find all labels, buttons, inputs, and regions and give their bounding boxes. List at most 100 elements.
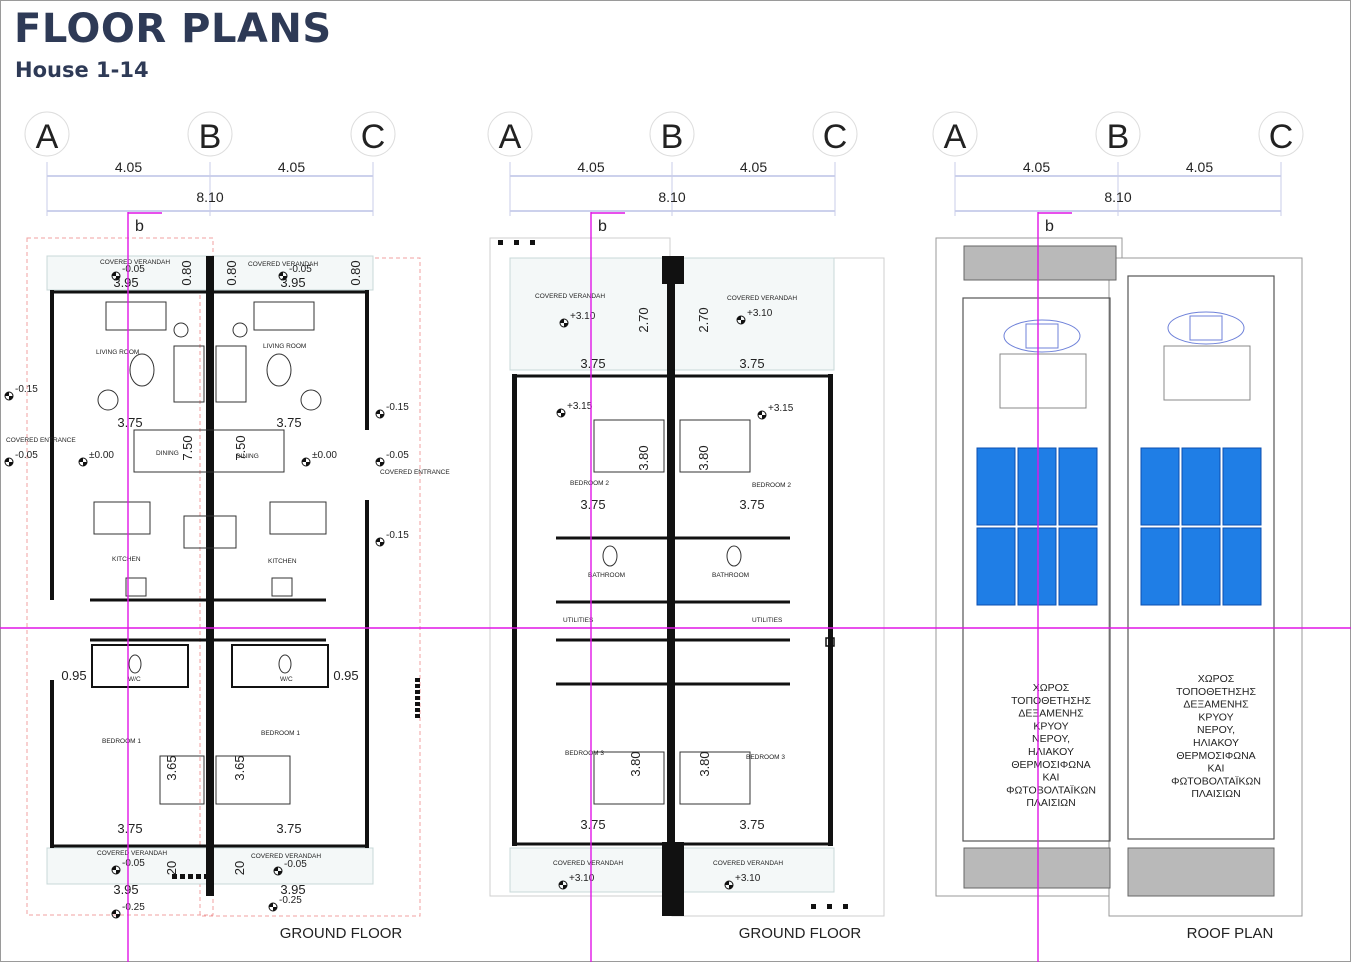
dimension-label: 3.80 [696,445,711,470]
wall [50,290,54,600]
room-label: COVERED VERANDAH [97,850,167,857]
toilet-icon [128,654,142,674]
dimension-value: 4.05 [1023,159,1050,175]
level-value: -0.05 [386,450,409,461]
armchair-icon [300,389,322,411]
page-subtitle: House 1-14 [15,58,149,82]
level-value: +3.10 [569,873,595,884]
post-marker [415,684,420,688]
room-label: BATHROOM [588,572,625,579]
level-marker-icon [278,271,288,281]
level-value: -0.15 [386,402,409,413]
dimension-label: 0.80 [348,260,363,285]
dimension-label: 3.95 [113,882,138,897]
level-marker-icon [736,315,746,325]
level-marker-fill [279,272,287,280]
solar-panel-cell [1181,447,1221,526]
post-marker [514,240,519,245]
bed-icon [159,755,205,805]
roof-note-line: ΝΕΡΟΥ, [1032,733,1070,745]
room-label: COVERED ENTRANCE [6,437,76,444]
solar-panel-cell [976,527,1016,606]
dimension-label: 3.95 [280,275,305,290]
level-marker-icon [556,408,566,418]
level-marker-icon [375,409,385,419]
dimension-value: 4.05 [577,159,604,175]
wc-room [231,644,329,688]
room-label: COVERED VERANDAH [248,261,318,268]
room-label: BEDROOM 1 [102,738,141,745]
tank-outline [1167,311,1245,345]
roof-note-line: ΠΛΑΙΣΙΩΝ [1191,788,1240,800]
roof-note-line: ΗΛΙΑΚΟΥ [1193,737,1239,749]
solar-panel-cell [1058,527,1098,606]
party-wall [206,256,214,896]
water-tank-icon [999,319,1087,409]
wall [512,374,517,846]
dimension-label: 2.70 [636,307,651,332]
room-label: COVERED VERANDAH [100,259,170,266]
dimension-label: 0.80 [224,260,239,285]
level-marker-icon [111,271,121,281]
sink-counter [183,515,237,549]
room-label: COVERED ENTRANCE [380,469,450,476]
sofa-icon [105,301,167,331]
roof-note-line: ΦΩΤΟΒΟΛΤΑΪΚΩΝ [1006,784,1096,796]
room-label: BEDROOM 2 [570,480,609,487]
wall [828,374,833,846]
solar-panel-cell [1017,447,1057,526]
toilet-icon [602,545,618,567]
tank-stand [999,353,1087,409]
dimension-value: 8.10 [196,189,223,205]
level-marker-fill [725,881,733,889]
armchair-icon [97,389,119,411]
grid-axis-label: C [823,118,848,156]
level-marker-icon [558,880,568,890]
plan-title: ROOF PLAN [1187,925,1274,942]
level-marker-icon [559,318,569,328]
solar-panel-cell [1222,447,1262,526]
roof-note-line: ΧΩΡΟΣ [1198,673,1235,685]
gravel-strip [963,245,1117,281]
level-marker-icon [4,457,14,467]
level-value: +3.10 [570,311,596,322]
dimension-label: 3.75 [117,821,142,836]
bed-icon [593,751,665,805]
room-label: LIVING ROOM [263,343,306,350]
level-marker-icon [375,537,385,547]
post-marker [204,874,209,879]
bed-icon [679,419,751,473]
roof-note-line: ΤΟΠΟΘΕΤΗΣΗΣ [1011,695,1091,707]
roof-note-line: ΚΑΙ [1208,763,1225,775]
roof-note-line: ΤΟΠΟΘΕΤΗΣΗΣ [1176,686,1256,698]
level-marker-icon [301,457,311,467]
level-marker-icon [111,909,121,919]
grid-bubble [1095,111,1141,157]
level-marker-fill [559,881,567,889]
post-marker [811,904,816,909]
tank-outline [1003,319,1081,353]
wall [365,500,369,848]
gravel-strip [1127,847,1275,897]
plan-title: GROUND FLOOR [739,925,862,942]
level-marker-icon [375,457,385,467]
dimension-label: 3.75 [276,415,301,430]
dimension-label: 7.50 [233,435,248,460]
grid-axis-label: C [1269,118,1294,156]
dimension-label: 3.95 [280,882,305,897]
grid-bubble [1258,111,1304,157]
wall [50,680,54,848]
solar-panel-cell [1058,447,1098,526]
dimension-label: 3.75 [117,415,142,430]
post-marker [415,714,420,718]
grid-bubble [350,111,396,157]
dimension-value: 4.05 [278,159,305,175]
grid-bubble [187,111,233,157]
post-marker [415,702,420,706]
solar-panel-cell [1222,527,1262,606]
room-label: W/C [280,676,293,683]
level-value: -0.05 [122,858,145,869]
coffee-table [266,353,292,387]
post-marker [415,696,420,700]
post-marker [415,690,420,694]
